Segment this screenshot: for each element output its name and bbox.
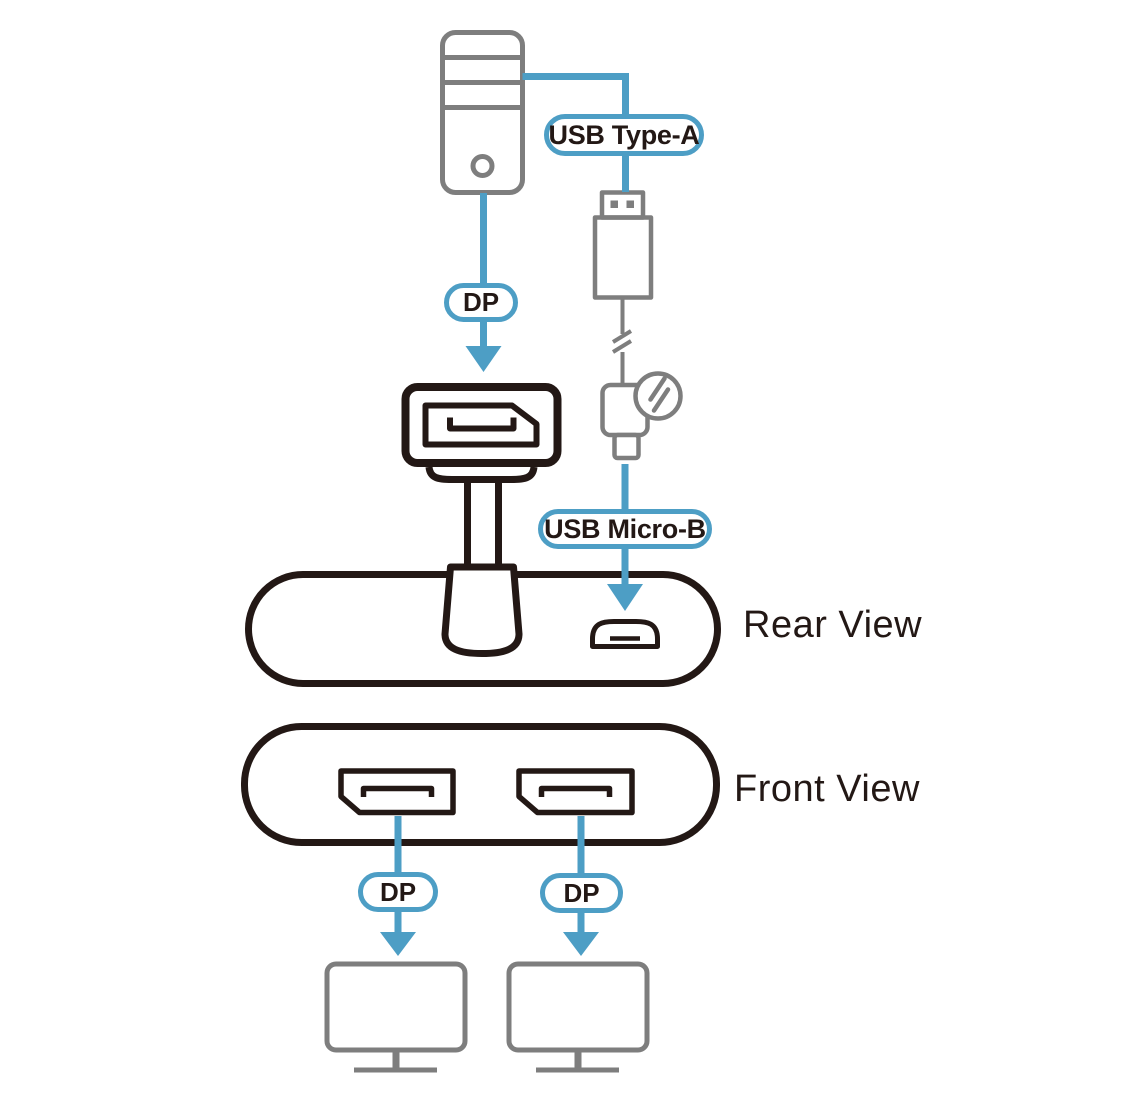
usb-cable-with-break-icon xyxy=(611,298,633,385)
break-mark-1 xyxy=(611,329,633,344)
device-front-view-icon xyxy=(241,723,720,846)
dp-plug-strain-relief xyxy=(441,563,523,657)
break-mark-2 xyxy=(611,339,633,354)
power-bolt-badge xyxy=(633,371,683,421)
dp-out-right-arrowhead xyxy=(563,932,599,956)
usb-a-pin-2 xyxy=(626,200,634,208)
dp-out-left-pill-label: DP xyxy=(379,876,417,907)
usb-type-a-pill: USB Type-A xyxy=(544,114,704,156)
tower-outline xyxy=(440,30,525,195)
dp-plug-icon xyxy=(401,383,562,657)
monitor-right-icon xyxy=(506,961,650,1073)
dp-port-left xyxy=(338,768,456,816)
usb-a-pin-1 xyxy=(610,200,618,208)
dp-in-pill-label: DP xyxy=(462,287,500,317)
rear-view-label: Rear View xyxy=(743,604,923,646)
dp-out-left-pill: DP xyxy=(358,872,438,912)
dp-plug-inner-shape xyxy=(422,402,540,448)
usb-micro-b-arrowhead xyxy=(607,584,643,611)
usb-micro-b-plug-icon xyxy=(600,371,683,461)
front-device-body xyxy=(241,723,720,846)
usb-type-a-pill-label: USB Type-A xyxy=(548,119,700,150)
usb-micro-b-pill-label: USB Micro-B xyxy=(544,513,706,544)
monitor-right-screen xyxy=(506,961,650,1053)
monitor-left-icon xyxy=(324,961,468,1073)
dp-in-arrowhead xyxy=(465,346,502,372)
usb-type-a-plug-icon xyxy=(592,190,654,300)
dp-port-left-slot xyxy=(360,785,435,797)
usb-a-shield xyxy=(599,190,646,220)
dp-out-right-pill: DP xyxy=(540,873,623,913)
front-view-label: Front View xyxy=(734,768,920,810)
computer-tower-icon xyxy=(440,30,525,195)
dp-port-right-slot xyxy=(538,785,613,797)
dp-out-left-arrowhead xyxy=(380,932,416,956)
dp-port-right xyxy=(516,768,635,816)
monitor-left-screen xyxy=(324,961,468,1053)
dp-plug-bottom-housing xyxy=(425,466,538,483)
usb-micro-b-pill: USB Micro-B xyxy=(538,509,712,549)
micro-b-tip xyxy=(612,432,641,461)
dp-out-right-pill-label: DP xyxy=(563,877,600,908)
usb-a-body xyxy=(592,215,654,300)
dp-plug-inner-slot xyxy=(447,417,517,432)
power-bolt-icon xyxy=(648,376,671,413)
dp-in-pill: DP xyxy=(444,283,518,322)
usb-micro-b-port xyxy=(590,619,660,649)
tower-power-button xyxy=(470,154,495,178)
